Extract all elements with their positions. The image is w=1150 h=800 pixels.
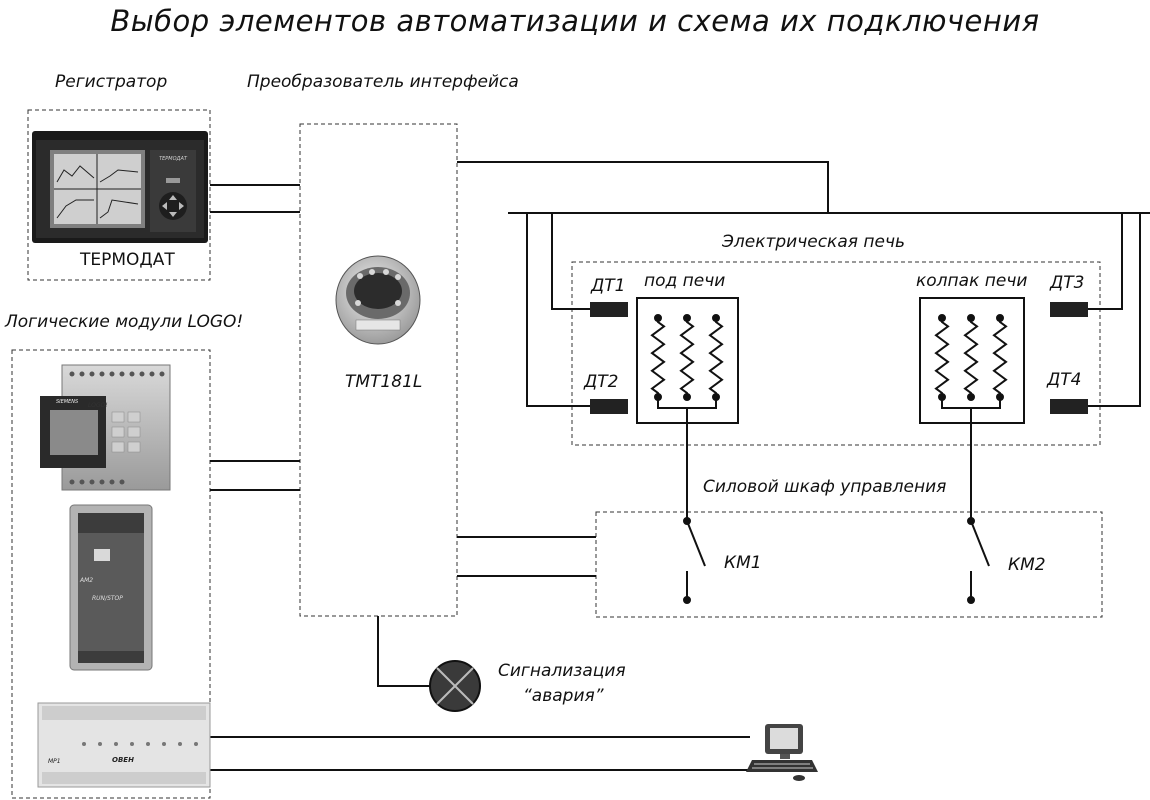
resistor-heater-icon — [934, 318, 950, 397]
owen-mp1-module: ОВЕН МР1 — [37, 702, 211, 788]
logo-module: SIEMENS LOGO! — [40, 364, 171, 491]
registrator-box — [27, 109, 211, 281]
converter-label: Преобразователь интерфейса — [247, 72, 519, 92]
km2-label: КМ2 — [1008, 555, 1046, 575]
am2-module: AM2 RUN/STOP — [69, 504, 153, 671]
dt3-label: ДТ3 — [1050, 273, 1085, 293]
owen-text: ОВЕН — [112, 756, 134, 764]
dt2-sensor — [590, 399, 628, 414]
dt3-sensor — [1050, 302, 1088, 317]
resistor-heater-icon — [679, 318, 695, 397]
run-stop-text: RUN/STOP — [92, 595, 123, 602]
km1-switch-icon — [683, 517, 706, 604]
alarm-label-line2: “авария” — [523, 686, 604, 706]
wires — [210, 161, 1150, 771]
tmt181l-label: TMT181L — [345, 372, 423, 392]
logo-modules-box — [11, 349, 211, 799]
diagram-title: Выбор элементов автоматизации и схема их… — [110, 4, 1040, 38]
terminal-dot — [712, 314, 720, 322]
terminal-dot — [996, 314, 1004, 322]
terminal-dot — [938, 314, 946, 322]
heater-pod-box — [636, 297, 739, 424]
termodat-device: ТЕРМОДАТ — [32, 131, 208, 243]
kolpak-label: колпак печи — [916, 271, 1028, 291]
furnace-label: Электрическая печь — [722, 232, 906, 252]
resistor-heater-icon — [992, 318, 1008, 397]
converter-box — [299, 123, 458, 617]
heater-star-connection — [941, 397, 1001, 409]
logo-text: LOGO! — [88, 402, 108, 409]
terminal-dot — [967, 314, 975, 322]
logo-modules-label: Логические модули LOGO! — [5, 312, 244, 332]
computer-icon — [746, 724, 818, 781]
km2-switch-icon — [967, 517, 990, 604]
pod-label: под печи — [644, 271, 726, 291]
resistor-heater-icon — [963, 318, 979, 397]
dt2-label: ДТ2 — [584, 372, 619, 392]
heater-star-connection — [657, 397, 717, 409]
terminal-dot — [967, 393, 975, 401]
am2-text: AM2 — [79, 577, 93, 584]
alarm-label-line1: Сигнализация — [498, 661, 626, 681]
termodat-label: ТЕРМОДАТ — [80, 250, 175, 270]
siemens-text: SIEMENS — [56, 399, 79, 405]
resistor-heater-icon — [650, 318, 666, 397]
registrator-label: Регистратор — [55, 72, 168, 92]
resistor-heater-icon — [708, 318, 724, 397]
terminal-dot — [683, 314, 691, 322]
cabinet-label: Силовой шкаф управления — [703, 477, 947, 497]
resistor-heater-icon — [650, 314, 1008, 409]
dt1-label: ДТ1 — [591, 276, 626, 296]
tmt181l-device — [335, 255, 421, 345]
dt4-sensor — [1050, 399, 1088, 414]
dt4-label: ДТ4 — [1047, 370, 1082, 390]
dt1-sensor — [590, 302, 628, 317]
terminal-dot — [683, 393, 691, 401]
terminal-dot — [654, 314, 662, 322]
termodat-brand-text: ТЕРМОДАТ — [159, 156, 188, 162]
cabinet-box — [595, 511, 1103, 618]
mp1-text: МР1 — [48, 758, 61, 765]
furnace-box — [571, 261, 1101, 446]
km1-label: КМ1 — [724, 553, 762, 573]
heater-kolpak-box — [919, 297, 1025, 424]
signal-lamp-icon — [429, 660, 481, 712]
